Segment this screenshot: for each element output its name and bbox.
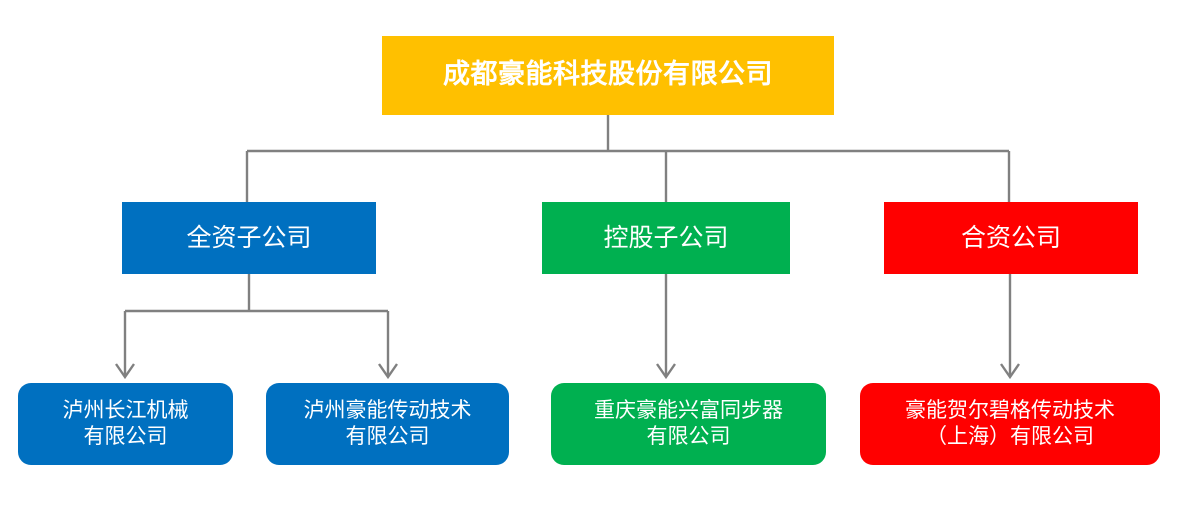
org-node-subsidiary-4-label: 豪能贺尔碧格传动技术 （上海）有限公司 bbox=[905, 398, 1115, 448]
org-node-root-label: 成都豪能科技股份有限公司 bbox=[443, 59, 773, 91]
arrowhead-leaf-1 bbox=[115, 363, 135, 380]
org-node-subsidiary-2-label: 泸州豪能传动技术 有限公司 bbox=[303, 398, 472, 448]
org-node-subsidiary-4[interactable]: 豪能贺尔碧格传动技术 （上海）有限公司 bbox=[860, 383, 1160, 465]
org-node-category-holding-label: 控股子公司 bbox=[603, 222, 729, 252]
arrowhead-leaf-2 bbox=[378, 363, 398, 380]
org-node-category-holding[interactable]: 控股子公司 bbox=[542, 202, 790, 274]
org-node-subsidiary-2[interactable]: 泸州豪能传动技术 有限公司 bbox=[266, 383, 509, 465]
org-node-subsidiary-3-label: 重庆豪能兴富同步器 有限公司 bbox=[594, 398, 783, 448]
org-node-subsidiary-1-label: 泸州长江机械 有限公司 bbox=[62, 398, 189, 448]
arrowhead-leaf-3 bbox=[656, 363, 676, 380]
arrowhead-leaf-4 bbox=[1000, 363, 1020, 380]
org-node-category-joint-venture[interactable]: 合资公司 bbox=[884, 202, 1138, 274]
org-node-category-joint-venture-label: 合资公司 bbox=[960, 222, 1061, 252]
org-node-root[interactable]: 成都豪能科技股份有限公司 bbox=[382, 36, 834, 115]
org-node-category-wholly-owned-label: 全资子公司 bbox=[186, 222, 312, 252]
org-node-category-wholly-owned[interactable]: 全资子公司 bbox=[122, 202, 376, 274]
org-node-subsidiary-3[interactable]: 重庆豪能兴富同步器 有限公司 bbox=[551, 383, 826, 465]
org-node-subsidiary-1[interactable]: 泸州长江机械 有限公司 bbox=[18, 383, 233, 465]
